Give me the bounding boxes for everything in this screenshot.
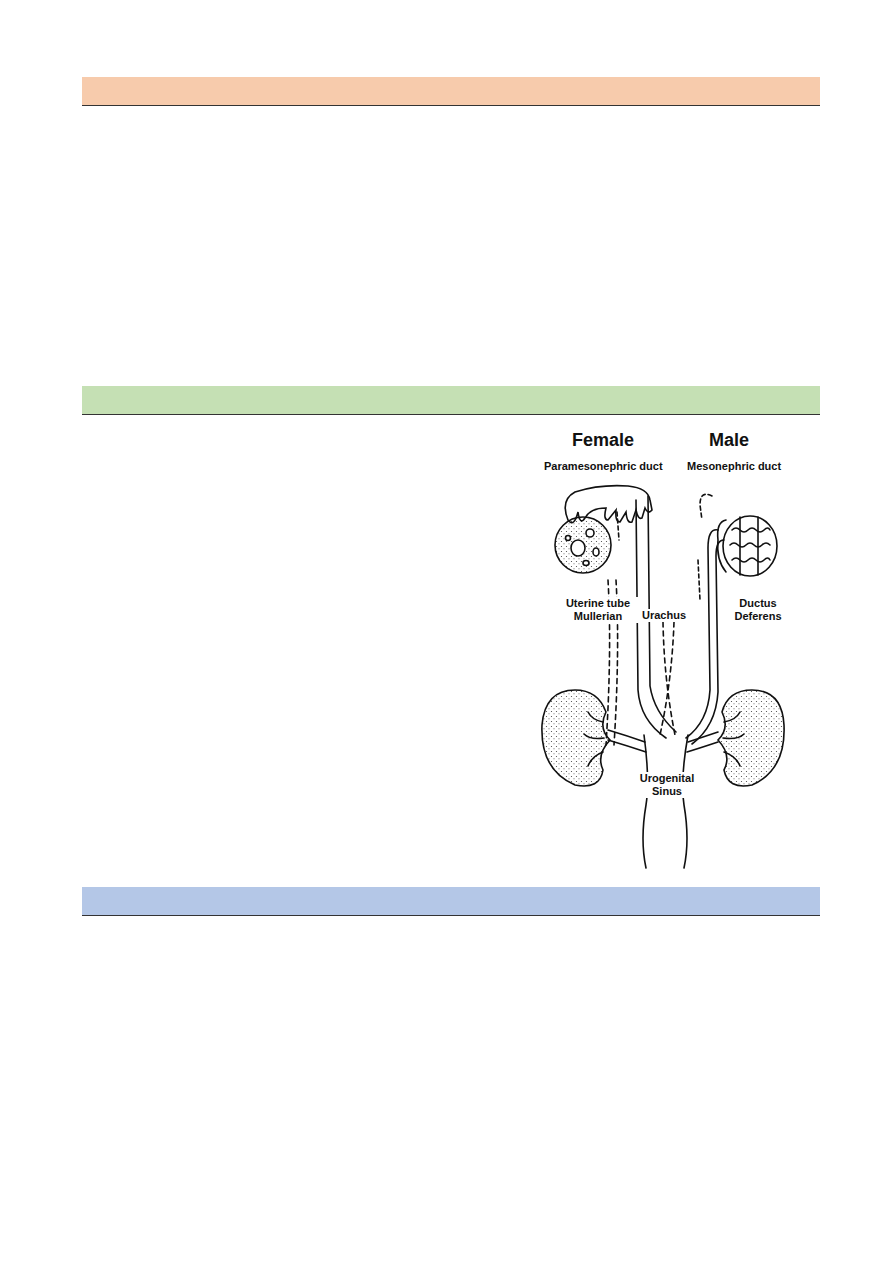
structure-label: Ductus Deferens [722, 597, 794, 623]
sex-heading: Male [708, 430, 750, 452]
section-bar [82, 77, 820, 106]
sex-heading: Female [571, 430, 635, 452]
section-bar [82, 887, 820, 916]
duct-label: Mesonephric duct [686, 460, 782, 473]
structure-label: Urachus [641, 609, 687, 622]
structure-label: Urogenital Sinus [633, 772, 701, 798]
section-bar [82, 386, 820, 415]
duct-label: Paramesonephric duct [543, 460, 664, 473]
structure-label: Uterine tube Mullerian [556, 597, 640, 623]
